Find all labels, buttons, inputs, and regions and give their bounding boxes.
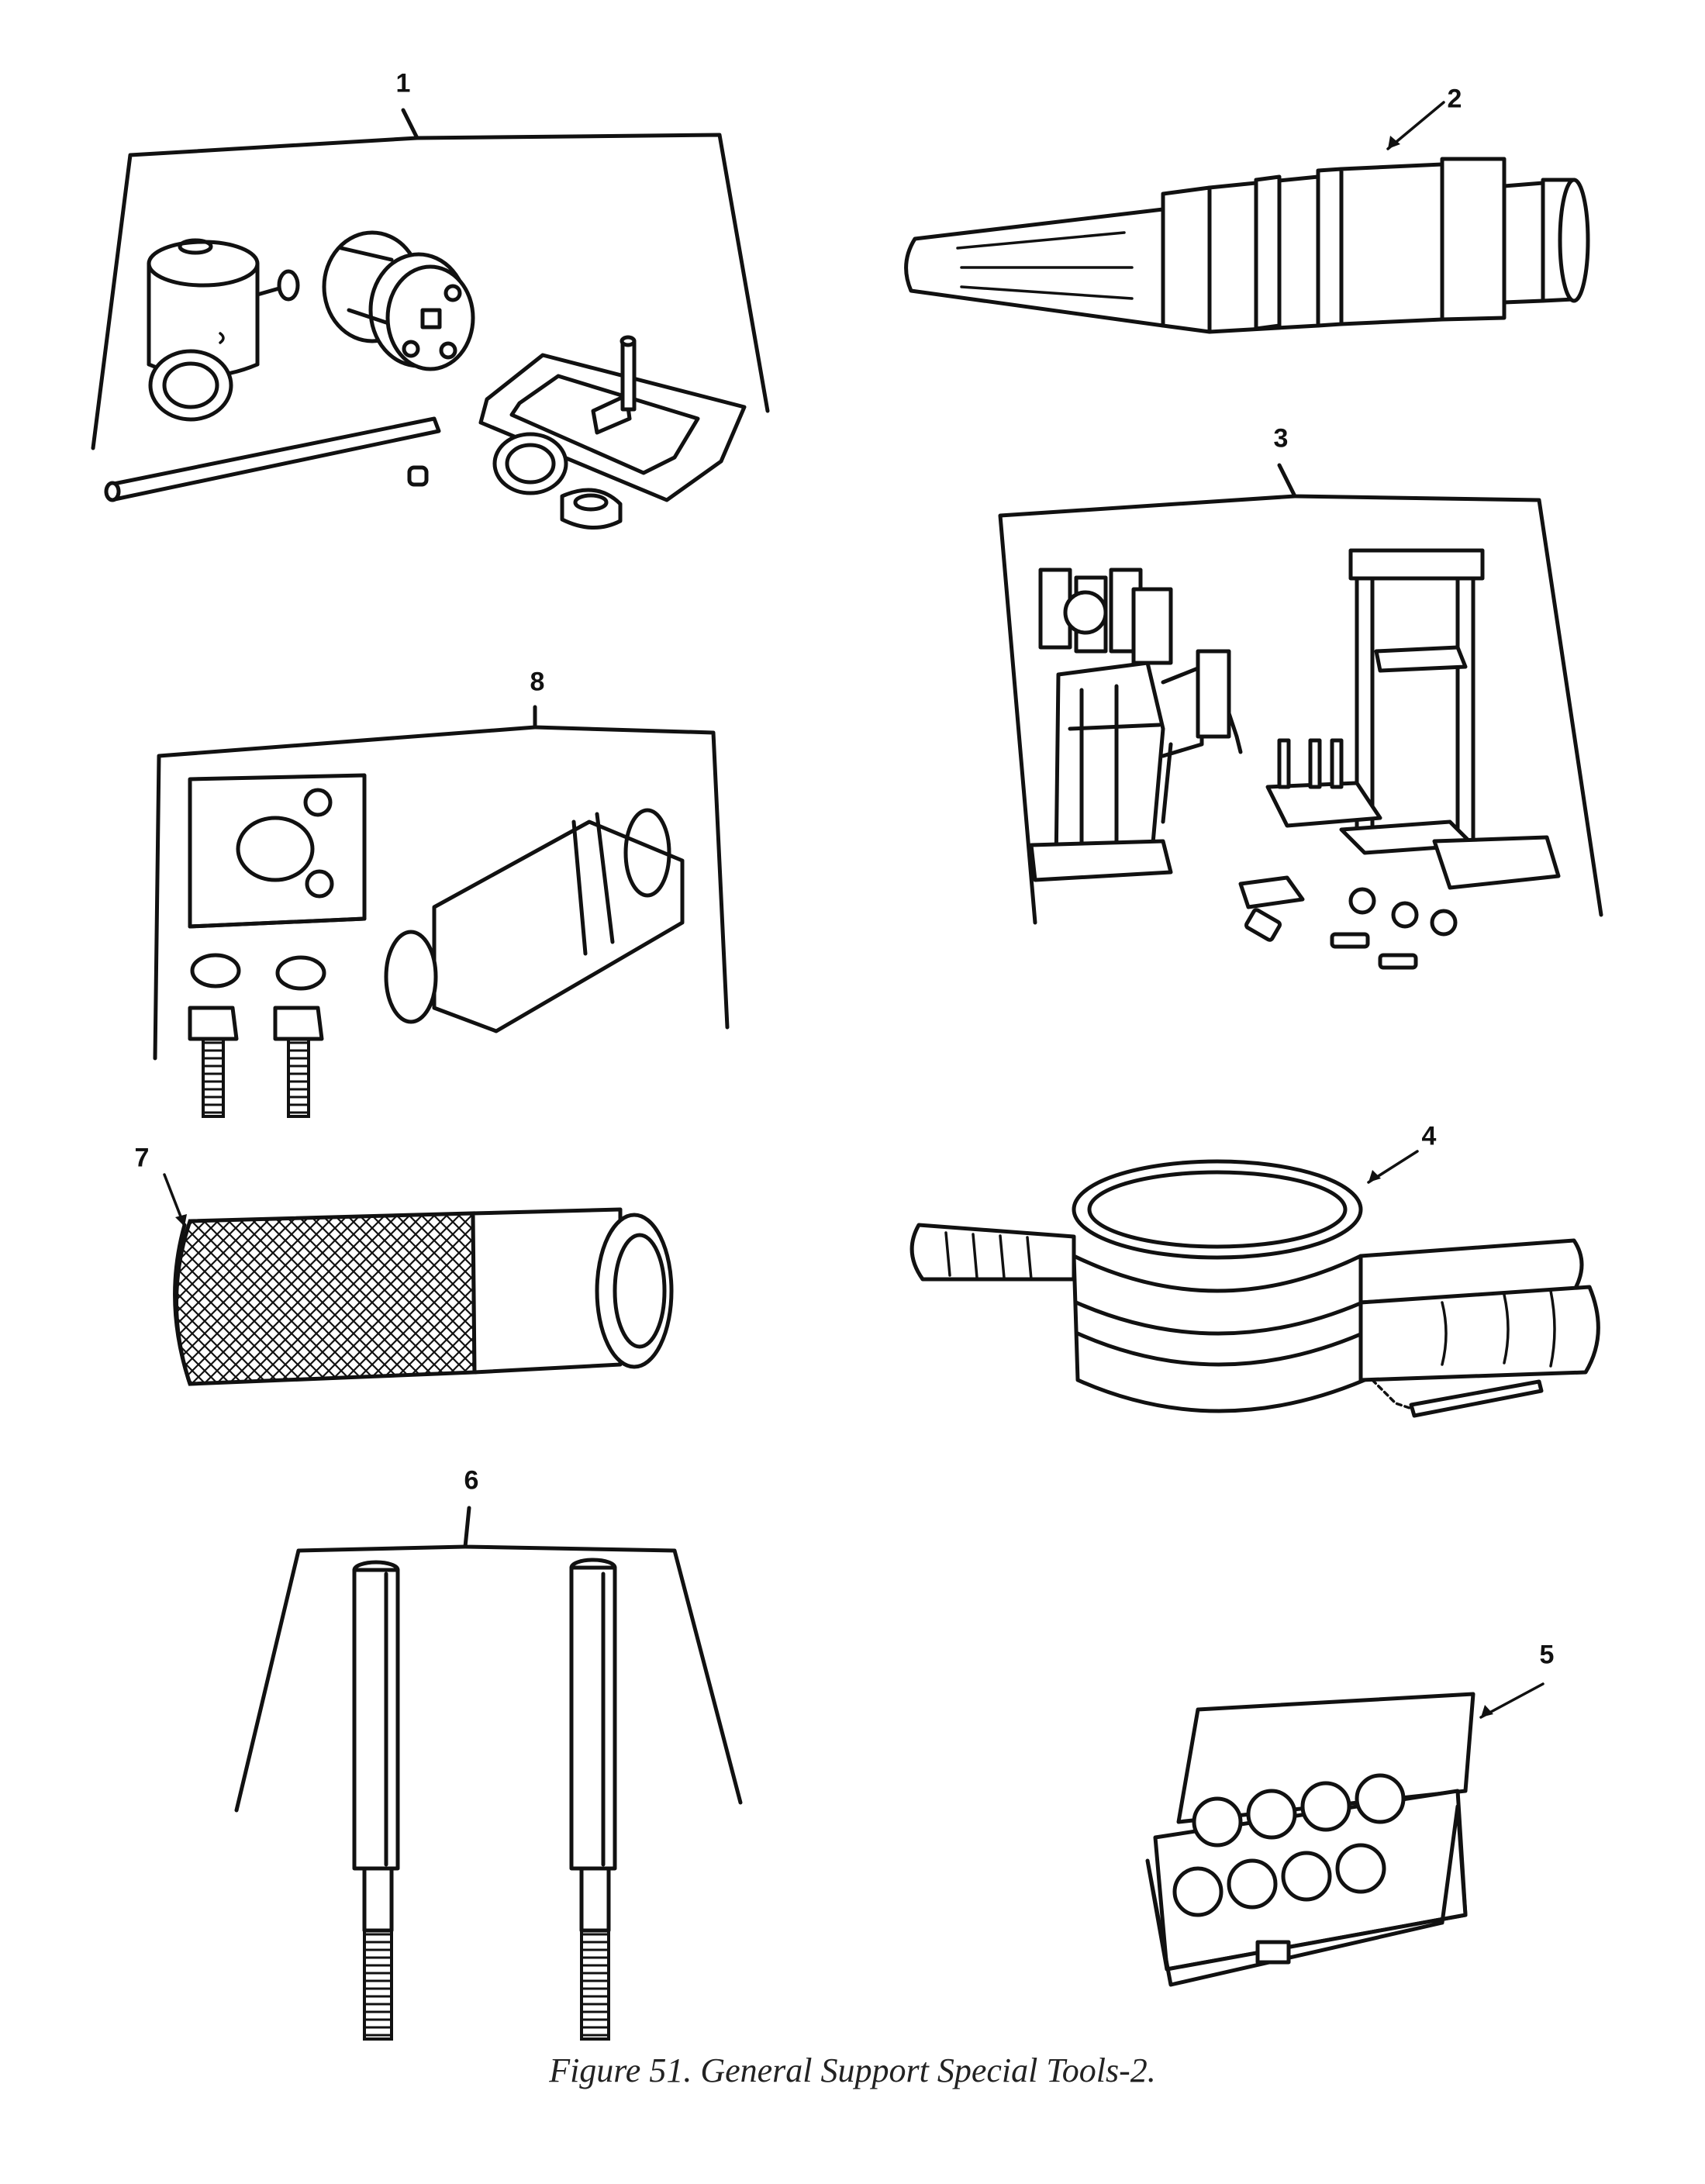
callout-4: 4	[1421, 1121, 1437, 1151]
callout-leaders	[163, 101, 1545, 1719]
callout-6: 6	[464, 1465, 479, 1496]
tool-5-fixture-box	[1145, 1692, 1475, 1987]
tool-1-kit	[91, 108, 770, 530]
tool-6-threaded-rods	[234, 1506, 743, 2041]
callout-2: 2	[1447, 84, 1462, 114]
tool-4-ring-compressor	[909, 1159, 1600, 1418]
callout-3: 3	[1273, 423, 1289, 454]
figure-caption: Figure 51. General Support Special Tools…	[549, 2051, 1156, 2089]
tool-3-press-kit	[998, 463, 1603, 970]
tool-2-pilot	[904, 157, 1590, 334]
callout-7: 7	[134, 1143, 150, 1173]
tool-8-adapter-kit	[153, 705, 730, 1118]
callout-1: 1	[395, 68, 411, 98]
callout-5: 5	[1539, 1640, 1555, 1670]
callout-8: 8	[530, 667, 545, 697]
tool-7-knurled-handle	[173, 1207, 674, 1386]
